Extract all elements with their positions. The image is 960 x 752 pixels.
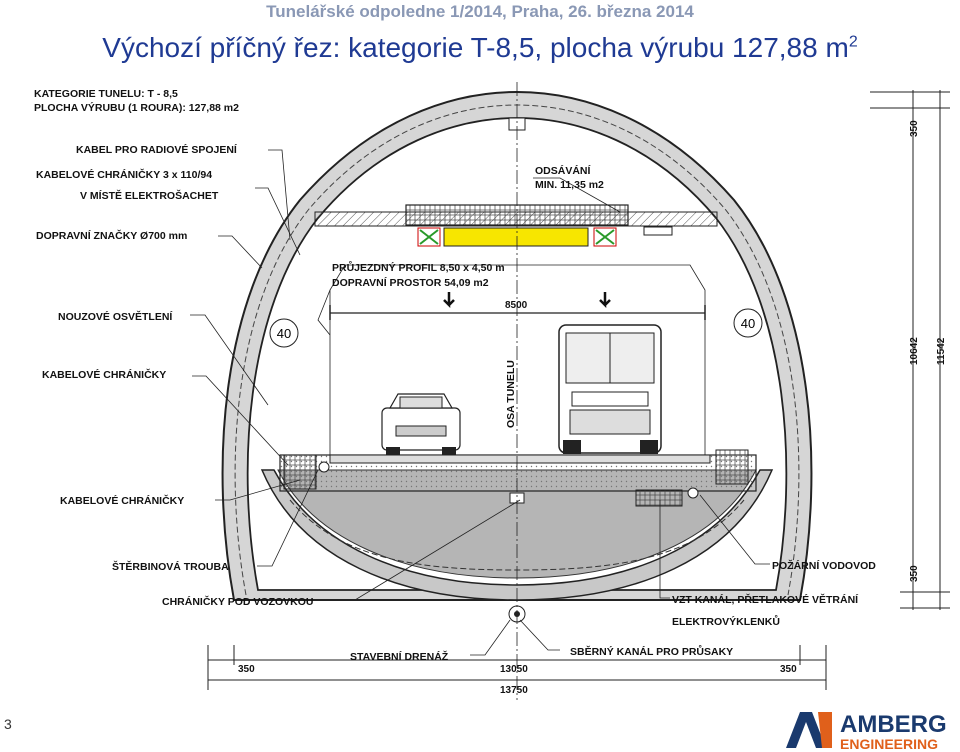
amberg-logo: AMBERG ENGINEERING bbox=[786, 711, 947, 752]
amberg-logo-mark bbox=[786, 712, 826, 748]
car-drawing bbox=[381, 393, 461, 455]
label-category: KATEGORIE TUNELU: T - 8,5 bbox=[34, 88, 178, 100]
label-fire-water: POŽÁRNÍ VODOVOD bbox=[772, 559, 876, 572]
dim-base-left-350: 350 bbox=[238, 664, 255, 675]
speed-sign-right bbox=[733, 308, 763, 338]
dim-base-right-350: 350 bbox=[780, 664, 797, 675]
fan-box bbox=[643, 226, 673, 236]
logo-engineering: ENGINEERING bbox=[840, 736, 938, 752]
truck-drawing bbox=[558, 324, 662, 454]
label-cable-ducts-a: KABELOVÉ CHRÁNIČKY bbox=[42, 368, 166, 381]
label-at-electro: V MÍSTĚ ELEKTROŠACHET bbox=[80, 189, 219, 202]
label-emergency-light: NOUZOVÉ OSVĚTLENÍ bbox=[58, 310, 173, 323]
label-extraction-min: MIN. 11,35 m2 bbox=[535, 179, 604, 191]
speed-sign-left bbox=[269, 318, 299, 348]
label-vzt-channel: VZT KANÁL, PŘETLAKOVÉ VĚTRÁNÍ bbox=[672, 593, 859, 606]
traffic-sign-left-mark bbox=[419, 229, 439, 245]
speed-sign-left-text: 40 bbox=[277, 326, 291, 341]
dim-clear-width: 8500 bbox=[505, 300, 528, 311]
arrow-right bbox=[599, 292, 611, 309]
dim-height-11542: 11542 bbox=[936, 337, 947, 365]
label-slot-pipe: ŠTĚRBINOVÁ TROUBA bbox=[112, 560, 229, 573]
dim-height-10642: 10642 bbox=[909, 337, 920, 365]
leader-lines bbox=[190, 149, 770, 656]
duct-bank bbox=[635, 489, 683, 507]
title-text: Výchozí příčný řez: kategorie T-8,5, plo… bbox=[102, 32, 849, 63]
fire-hydrant-symbol bbox=[687, 487, 699, 499]
title-superscript: 2 bbox=[848, 33, 858, 51]
arrow-left bbox=[443, 292, 455, 309]
road-surface bbox=[329, 454, 711, 464]
label-traffic-signs: DOPRAVNÍ ZNAČKY Ø700 mm bbox=[36, 229, 187, 242]
traffic-sign-right-mark bbox=[595, 229, 615, 245]
dim-base-13050: 13050 bbox=[500, 664, 528, 675]
slide-number: 3 bbox=[4, 716, 12, 732]
label-tunnel-axis: OSA TUNELU bbox=[505, 360, 517, 428]
slide-header: Tunelářské odpoledne 1/2014, Praha, 26. … bbox=[266, 2, 694, 21]
label-ducts-under-road: CHRÁNIČKY POD VOZOVKOU bbox=[162, 595, 314, 608]
label-escape-routes: ELEKTROVÝKLENKŮ bbox=[672, 614, 780, 628]
label-clearance-profile: PRŮJEZDNÝ PROFIL 8,50 x 4,50 m bbox=[332, 260, 505, 274]
slot-pipe-symbol bbox=[318, 461, 330, 473]
dim-base-13750: 13750 bbox=[500, 685, 528, 696]
label-radio-cable: KABEL PRO RADIOVÉ SPOJENÍ bbox=[76, 143, 238, 156]
dim-top-350: 350 bbox=[909, 120, 920, 137]
dim-bottom-350: 350 bbox=[909, 565, 920, 582]
signboard bbox=[443, 227, 589, 247]
logo-amberg: AMBERG bbox=[840, 711, 947, 738]
invert-arch bbox=[260, 469, 774, 601]
label-cable-ducts-3: KABELOVÉ CHRÁNIČKY 3 x 110/94 bbox=[36, 168, 212, 181]
label-cable-ducts-b: KABELOVÉ CHRÁNIČKY bbox=[60, 494, 184, 507]
label-building-drain: STAVEBNÍ DRENÁŽ bbox=[350, 650, 449, 663]
slide-title: Výchozí příčný řez: kategorie T-8,5, plo… bbox=[0, 32, 960, 64]
speed-sign-right-text: 40 bbox=[741, 316, 755, 331]
label-traffic-space: DOPRAVNÍ PROSTOR 54,09 m2 bbox=[332, 276, 489, 289]
right-walkway bbox=[715, 449, 749, 485]
label-collector: SBĚRNÝ KANÁL PRO PRŮSAKY bbox=[570, 644, 733, 658]
label-extraction: ODSÁVÁNÍ bbox=[535, 164, 592, 177]
label-area: PLOCHA VÝRUBU (1 ROURA): 127,88 m2 bbox=[34, 101, 239, 114]
